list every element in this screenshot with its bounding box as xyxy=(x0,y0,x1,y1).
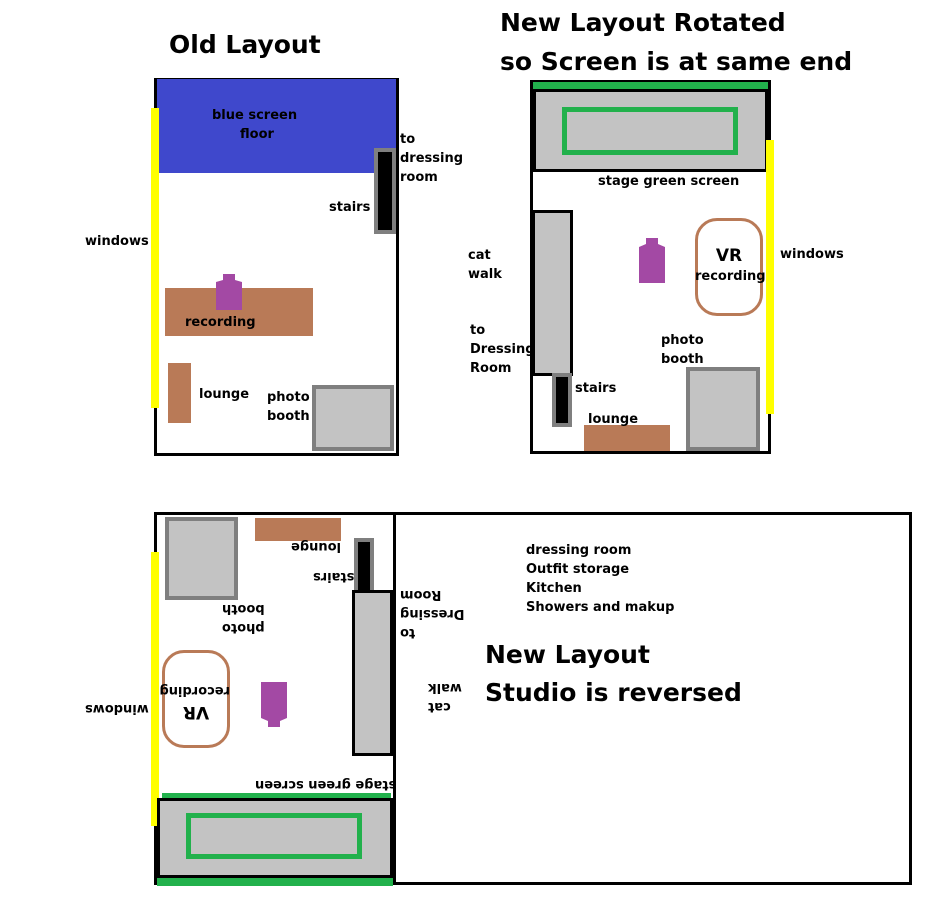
rotated-photo-booth-label-2: booth xyxy=(661,352,704,367)
reversed-windows-label: windows xyxy=(85,701,149,716)
title-old-layout: Old Layout xyxy=(169,30,321,59)
rotated-stairs xyxy=(552,373,572,427)
rotated-stairs-label: stairs xyxy=(575,381,617,396)
old-blue-screen-label-1: blue screen xyxy=(212,108,298,123)
reversed-photo-booth-label-2: booth xyxy=(222,601,265,616)
reversed-green-strip-top xyxy=(162,793,391,799)
rotated-windows xyxy=(766,140,774,414)
rotated-green-strip xyxy=(533,82,768,90)
rotated-cat-walk xyxy=(532,210,573,376)
rotated-lounge xyxy=(584,425,670,451)
rotated-cat-walk-label-1: cat xyxy=(468,248,491,263)
reversed-green-strip-bottom xyxy=(157,878,393,886)
reversed-to-dressing-label-1: to xyxy=(400,625,416,640)
rotated-stage-label: stage green screen xyxy=(598,174,740,189)
rotated-vr-recording-label: recording xyxy=(695,269,766,284)
rotated-to-dressing-label-2: Dressing xyxy=(470,342,535,357)
reversed-dressing-outline xyxy=(392,512,912,885)
rotated-cat-walk-label-2: walk xyxy=(468,267,502,282)
old-windows-label: windows xyxy=(85,234,149,249)
old-to-dressing-label-2: dressing xyxy=(400,151,464,166)
old-stairs-label: stairs xyxy=(329,200,371,215)
dressing-item-0: dressing room xyxy=(526,543,632,558)
old-to-dressing-label-1: to xyxy=(400,132,416,147)
reversed-cat-walk-label-1: cat xyxy=(428,699,451,714)
old-person-icon xyxy=(216,274,242,310)
title-reversed-line1: New Layout xyxy=(485,640,650,669)
title-reversed-line2: Studio is reversed xyxy=(485,678,742,707)
old-photo-booth-label-1: photo xyxy=(267,390,310,405)
reversed-lounge xyxy=(255,518,341,541)
reversed-person-icon xyxy=(261,682,287,727)
reversed-to-dressing-label-2: Dressing xyxy=(400,606,465,621)
reversed-photo-booth-label-1: photo xyxy=(222,620,265,635)
rotated-windows-label: windows xyxy=(780,247,844,262)
old-recording-label: recording xyxy=(185,315,256,330)
reversed-stairs-label: stairs xyxy=(313,569,355,584)
reversed-stairs xyxy=(354,538,374,594)
reversed-vr-label: VR xyxy=(182,702,210,722)
old-lounge-label: lounge xyxy=(199,387,250,402)
rotated-to-dressing-label-1: to xyxy=(470,323,486,338)
dressing-item-2: Kitchen xyxy=(526,581,582,596)
old-photo-booth-label-2: booth xyxy=(267,409,310,424)
rotated-person-icon xyxy=(639,238,665,283)
reversed-photo-booth xyxy=(165,517,238,600)
reversed-to-dressing-label-3: Room xyxy=(400,587,442,602)
reversed-vr-recording-label: recording xyxy=(159,683,230,698)
rotated-vr-area xyxy=(695,218,763,316)
rotated-green-screen xyxy=(562,107,738,155)
dressing-item-1: Outfit storage xyxy=(526,562,630,577)
rotated-photo-booth xyxy=(686,367,760,451)
dressing-item-3: Showers and makup xyxy=(526,600,675,615)
reversed-windows xyxy=(151,552,159,826)
old-blue-screen-floor xyxy=(157,79,396,173)
old-windows xyxy=(151,108,159,408)
reversed-lounge-label: lounge xyxy=(291,539,342,554)
reversed-vr-area xyxy=(162,650,230,748)
reversed-cat-walk xyxy=(352,590,393,756)
rotated-photo-booth-label-1: photo xyxy=(661,333,704,348)
reversed-stage-label: stage green screen xyxy=(255,777,397,792)
old-stairs xyxy=(374,148,396,234)
old-blue-screen-label-2: floor xyxy=(240,127,274,142)
rotated-vr-label: VR xyxy=(715,246,743,266)
rotated-to-dressing-label-3: Room xyxy=(470,361,512,376)
reversed-green-screen xyxy=(186,813,362,859)
old-to-dressing-label-3: room xyxy=(400,170,438,185)
old-lounge xyxy=(168,363,191,423)
old-photo-booth xyxy=(312,385,394,451)
reversed-cat-walk-label-2: walk xyxy=(428,680,462,695)
title-rotated-line2: so Screen is at same end xyxy=(500,47,853,76)
title-rotated-line1: New Layout Rotated xyxy=(500,8,786,37)
rotated-lounge-label: lounge xyxy=(588,412,639,427)
